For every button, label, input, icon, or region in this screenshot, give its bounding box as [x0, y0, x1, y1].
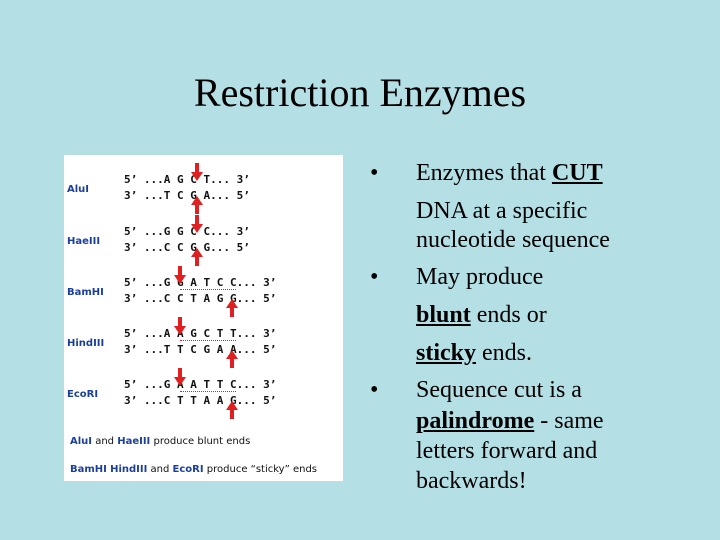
- bullet-1-line-3: nucleotide sequence: [416, 227, 610, 253]
- bullet-2-line-2: blunt ends or: [416, 302, 696, 329]
- bullet-1-line-2: DNA at a specific: [416, 198, 588, 224]
- bullet-3-line-3: letters forward and: [416, 438, 598, 464]
- haeiii-top-strand: 5’ ...G G C C... 3’: [124, 225, 250, 238]
- overhang-dotted-line: [180, 289, 236, 290]
- overhang-dotted-line: [180, 340, 236, 341]
- enzyme-label-ecori: EcoRI: [67, 389, 99, 400]
- bullet-text: Enzymes that: [416, 160, 552, 186]
- bullet-3-line-4: backwards!: [416, 468, 527, 494]
- legend-enzyme: HindIII: [110, 464, 148, 475]
- emphasis-sticky: sticky: [416, 340, 476, 366]
- hindiii-top-strand: 5’ ...A A G C T T... 3’: [124, 327, 277, 340]
- cut-arrow-up-icon: [226, 350, 238, 368]
- emphasis-palindrome: palindrome: [416, 408, 535, 434]
- bullet-marker: •: [370, 377, 379, 403]
- legend-conjunction: and: [95, 436, 115, 447]
- legend-conjunction: and: [150, 464, 170, 475]
- legend-enzyme: HaeIII: [117, 436, 151, 447]
- enzyme-label-hindiii: HindIII: [67, 338, 105, 349]
- bullet-text: ends.: [476, 340, 532, 366]
- enzyme-label-haeiii: HaeIII: [67, 236, 101, 247]
- cut-arrow-up-icon: [226, 299, 238, 317]
- bullet-3-line-1: Sequence cut is a: [416, 377, 582, 403]
- cut-arrow-down-icon: [174, 368, 186, 386]
- cut-arrow-down-icon: [191, 163, 203, 181]
- legend-enzyme: BamHI: [70, 464, 107, 475]
- alui-bottom-strand: 3’ ...T C G A... 5’: [124, 189, 250, 202]
- cut-arrow-down-icon: [174, 317, 186, 335]
- bullet-1-line-1: Enzymes that CUT: [416, 160, 696, 187]
- legend-text: produce “sticky” ends: [206, 464, 318, 475]
- slide-title: Restriction Enzymes: [193, 70, 527, 115]
- enzyme-label-bamhi: BamHI: [67, 287, 104, 298]
- bullet-text: ends or: [470, 302, 547, 328]
- haeiii-bottom-strand: 3’ ...C C G G... 5’: [124, 241, 250, 254]
- bullet-2-line-3: sticky ends.: [416, 340, 696, 367]
- cut-arrow-up-icon: [191, 248, 203, 266]
- bullet-marker: •: [370, 264, 379, 290]
- bullet-text: - same: [534, 408, 604, 434]
- overhang-dotted-line: [180, 391, 236, 392]
- cut-arrow-down-icon: [174, 266, 186, 284]
- cut-arrow-up-icon: [191, 196, 203, 214]
- legend-enzyme: EcoRI: [172, 464, 204, 475]
- legend-blunt-row: AluI and HaeIII produce blunt ends: [70, 436, 250, 447]
- alui-top-strand: 5’ ...A G C T... 3’: [124, 173, 250, 186]
- bullet-2-line-1: May produce: [416, 264, 544, 290]
- enzyme-label-alui: AluI: [67, 184, 90, 195]
- bamhi-top-strand: 5’ ...G G A T C C... 3’: [124, 276, 277, 289]
- restriction-sites-figure: AluI 5’ ...A G C T... 3’ 3’ ...T C G A..…: [64, 155, 343, 481]
- legend-text: produce blunt ends: [153, 436, 251, 447]
- emphasis-blunt: blunt: [416, 302, 471, 328]
- bamhi-bottom-strand: 3’ ...C C T A G G... 5’: [124, 292, 277, 305]
- legend-enzyme: AluI: [70, 436, 93, 447]
- bullet-marker: •: [370, 160, 379, 186]
- ecori-top-strand: 5’ ...G A A T T C... 3’: [124, 378, 277, 391]
- bullet-3-line-2: palindrome - same: [416, 408, 696, 435]
- cut-arrow-down-icon: [191, 215, 203, 233]
- ecori-bottom-strand: 3’ ...C T T A A G... 5’: [124, 394, 277, 407]
- hindiii-bottom-strand: 3’ ...T T C G A A... 5’: [124, 343, 277, 356]
- legend-sticky-row: BamHI HindIII and EcoRI produce “sticky”…: [70, 464, 317, 475]
- emphasis-cut: CUT: [551, 160, 603, 186]
- cut-arrow-up-icon: [226, 401, 238, 419]
